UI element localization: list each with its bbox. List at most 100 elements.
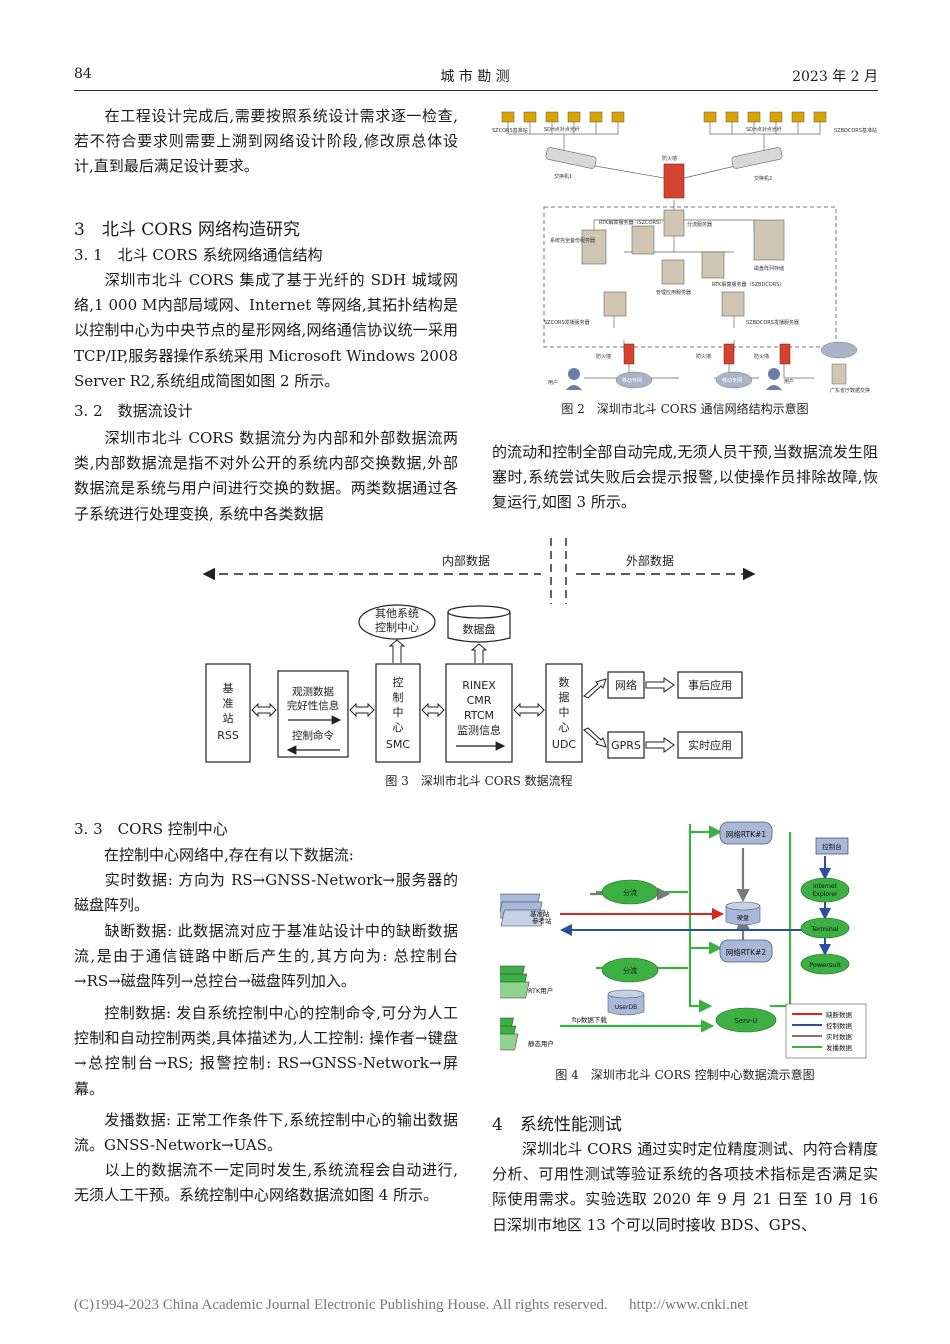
terminal-node xyxy=(800,917,850,939)
ie-node xyxy=(800,877,850,903)
udc-box xyxy=(545,663,583,763)
rss-char: 准 xyxy=(223,697,234,710)
disk-array xyxy=(753,219,785,261)
split2-label: 分流 xyxy=(623,966,637,975)
user-icon xyxy=(768,368,780,380)
receiver-icon xyxy=(813,111,827,123)
split2-node xyxy=(601,957,659,983)
receiver-icon xyxy=(791,111,805,123)
servu-label: Serv-U xyxy=(734,1017,757,1025)
receiver-icon xyxy=(725,111,739,123)
paragraph: 在控制中心网络中,存在有以下数据流: xyxy=(104,846,354,864)
rtk2-box xyxy=(719,939,773,963)
cloud-icon xyxy=(715,371,753,389)
firewall-2 xyxy=(723,343,735,365)
cnki-link[interactable]: http://www.cnki.net xyxy=(629,1297,749,1313)
double-arrow xyxy=(349,702,375,718)
smc-char: 控 xyxy=(393,675,404,689)
rtk-user-label: RTK用户 xyxy=(528,986,553,995)
label-fw2: 防火墙 xyxy=(696,353,711,360)
label-firewall: 防火墙 xyxy=(662,155,677,162)
disk-icon xyxy=(447,612,511,643)
right-arrow xyxy=(645,737,675,753)
external-label: 外部数据 xyxy=(626,553,674,568)
rss-char: 基 xyxy=(223,682,234,695)
smc-char: 中 xyxy=(393,706,404,719)
diag-arrow xyxy=(583,678,607,699)
receiver-icon xyxy=(567,111,581,123)
ctrl-cmd-label: 控制命令 xyxy=(292,729,334,742)
powersuit-label: Powersuit xyxy=(809,961,841,969)
rt-app-label: 实时应用 xyxy=(688,738,732,752)
smc-char: 心 xyxy=(393,721,404,734)
paragraph: 缺断数据: 此数据流对应于基准站设计中的缺断数据流,是由于通信链路中断后产生的,… xyxy=(74,922,458,991)
format-box xyxy=(445,663,513,763)
post-app-label: 事后应用 xyxy=(688,678,732,692)
ref-station-card xyxy=(500,909,545,927)
user-icon xyxy=(566,385,582,390)
receiver-icon xyxy=(769,111,783,123)
broadcast-server-1 xyxy=(603,291,627,317)
label-net-2: 移动专网 xyxy=(722,377,742,384)
split1-node xyxy=(601,879,659,905)
network-box xyxy=(607,671,645,699)
figure-2-network-diagram: SZCORS基准站 SDH点对点光纤 SDH点对点光纤 SZBDCORS基准站 … xyxy=(492,111,877,394)
user-icon xyxy=(568,368,580,380)
rss-box xyxy=(205,663,251,763)
page-number: 84 xyxy=(74,66,92,82)
userdb-icon xyxy=(607,994,645,1016)
split1-label: 分流 xyxy=(623,888,637,897)
user-icon xyxy=(766,385,782,390)
paragraph: 以上的数据流不一定同时发生,系统流程会自动进行,无须人工干预。系统控制中心网络数… xyxy=(74,1161,458,1205)
static-user-card xyxy=(500,1033,519,1051)
legend-label: 发播数据 xyxy=(826,1043,853,1052)
label-user-1: 用户 xyxy=(548,379,558,386)
label-szbdcors: SZBDCORS基准站 xyxy=(834,127,877,134)
console-box xyxy=(815,837,849,855)
rtk-server-1 xyxy=(631,225,655,255)
label-backup: 系统完全备份服务器 xyxy=(550,237,595,244)
mgmt-server xyxy=(661,259,685,285)
label-split: 分流服务器 xyxy=(687,221,712,228)
double-arrow xyxy=(513,702,545,718)
right-arrow xyxy=(645,677,675,693)
subsection-heading: 3. 3 CORS 控制中心 xyxy=(74,820,228,838)
paragraph: 发播数据: 正常工作条件下,系统控制中心的输出数据流。GNSS-Network→… xyxy=(74,1111,458,1155)
switch-2 xyxy=(731,147,783,169)
ref-label-1: 基准站 xyxy=(530,909,550,918)
copyright-text: (C)1994-2023 China Academic Journal Elec… xyxy=(74,1297,608,1313)
other-control-center xyxy=(358,604,436,640)
format-item: 监测信息 xyxy=(457,723,501,737)
label-fw3: 防火墙 xyxy=(754,353,769,360)
figure-3-caption: 图 3 深圳市北斗 CORS 数据流程 xyxy=(385,774,573,788)
label-broadcast-1: SZCORS发播服务器 xyxy=(544,319,590,326)
ref-label-2: 参考站 xyxy=(532,916,552,925)
smc-box xyxy=(375,663,421,763)
gprs-box xyxy=(607,731,645,759)
udc-char: 心 xyxy=(559,721,570,734)
cloud-icon xyxy=(820,341,858,359)
ie-label-1: Internet xyxy=(813,883,837,890)
section-heading: 4 系统性能测试 xyxy=(492,1115,622,1135)
label-user-2: 用户 xyxy=(784,378,794,385)
powersuit-node xyxy=(800,953,850,975)
subsection-heading: 3. 2 数据流设计 xyxy=(74,402,193,420)
rss-char: 站 xyxy=(223,711,234,725)
disk-icon xyxy=(725,901,761,911)
paragraph: 在工程设计完成后,需要按照系统设计需求逐一检查,若不符合要求则需要上溯到网络设计… xyxy=(74,107,458,176)
label-array: 磁盘阵列存储 xyxy=(754,265,784,272)
smc-char: 制 xyxy=(393,691,404,704)
journal-name: 城 市 勘 测 xyxy=(440,69,510,85)
split-server xyxy=(663,209,685,237)
label-szcors: SZCORS基准站 xyxy=(492,127,528,134)
label-mgmt: 管理应用服务器 xyxy=(656,289,691,296)
label-rtk1: RTK解算服务器（SZCORS） xyxy=(599,219,664,226)
figure-4-control-center-flow: 网络RTK#1 网络RTK#2 控制台 Internet Explorer Te… xyxy=(500,821,867,1059)
rt-app-box xyxy=(677,731,743,759)
ftp-label: ftp数据下载 xyxy=(572,1015,607,1024)
double-arrow xyxy=(421,702,445,718)
disk-label: 硬盘 xyxy=(737,914,749,922)
label-sdh-left: SDH点对点光纤 xyxy=(544,126,580,133)
